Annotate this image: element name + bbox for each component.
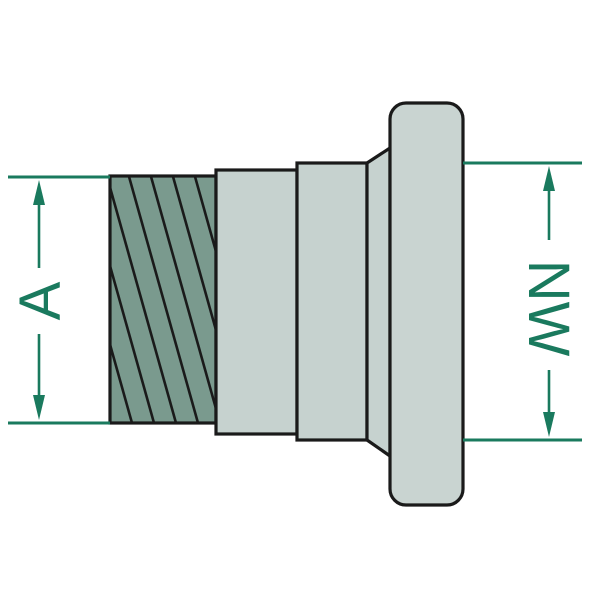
flange [388,101,465,507]
thread-line [193,176,216,257]
thread-line [110,261,156,423]
arrowhead-a-up [33,180,45,205]
thread-line [171,176,216,335]
arrowhead-nw-down [543,412,555,437]
dimension-label-a: A [8,281,73,320]
thread-line [110,339,134,423]
thread-line [110,182,178,423]
arrowhead-nw-up [543,166,555,191]
body-section [214,168,299,436]
thread-lines [110,176,216,423]
cone [365,146,392,458]
threaded-end [108,174,218,425]
arrowhead-a-down [33,395,45,420]
thread-line [149,176,216,414]
thread-line [127,176,200,423]
dimension-label-nw: NW [516,260,581,357]
collar [295,161,369,442]
dimension-nw [463,161,582,442]
dimension-a [8,175,110,425]
